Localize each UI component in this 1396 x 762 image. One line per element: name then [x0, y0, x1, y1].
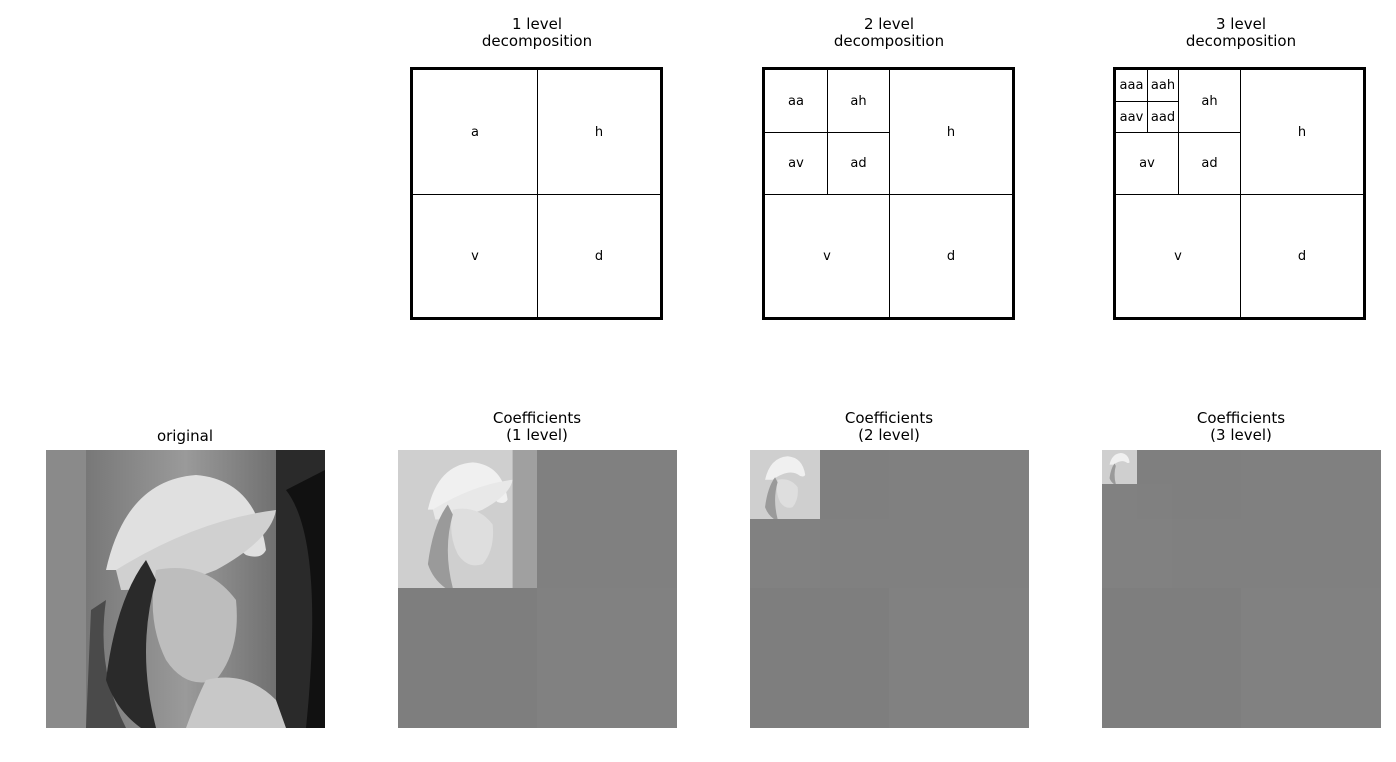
original-image — [46, 450, 325, 728]
coeff-1-horizontal — [537, 450, 677, 588]
diagram-1-cell-a: a — [412, 69, 538, 195]
coeff-2-image — [750, 450, 1029, 728]
diagram-3-cell-d: d — [1240, 194, 1364, 318]
coeff-1-diagonal — [537, 588, 677, 728]
diagram-3-cell-ad: ad — [1178, 132, 1241, 195]
coeff-3-ah — [1172, 450, 1241, 519]
diagram-2-cell-av: av — [764, 132, 828, 195]
coeff-3-av — [1102, 519, 1172, 588]
diagram-3-level: aaa aah aav aad ah av ad h v d — [1113, 67, 1366, 320]
diagram-2-cell-v: v — [764, 194, 890, 318]
diagram-3-cell-aaa: aaa — [1115, 69, 1148, 102]
diagram-3-cell-h: h — [1240, 69, 1364, 195]
diagram-1-cell-h: h — [537, 69, 661, 195]
coeff-2-vertical — [750, 588, 889, 728]
diagram-2-cell-ah: ah — [827, 69, 890, 133]
diagram-3-cell-v: v — [1115, 194, 1241, 318]
coeff-3-image — [1102, 450, 1381, 728]
coeff-2-ad — [820, 519, 889, 588]
diagram-1-cell-d: d — [537, 194, 661, 318]
coeff-1-approx — [398, 450, 537, 588]
coeff-2-horizontal — [889, 450, 1029, 588]
diagram-3-cell-aav: aav — [1115, 101, 1148, 133]
coeff-3-vertical — [1102, 588, 1241, 728]
coeff-3-aah — [1137, 450, 1172, 484]
portrait-illustration — [46, 450, 325, 728]
coeff-3-aad — [1137, 484, 1172, 519]
diagram-3-cell-aad: aad — [1147, 101, 1179, 133]
coeff-1-image — [398, 450, 677, 728]
diagram-1-title: 1 level decomposition — [481, 15, 593, 50]
coeff-3-ad — [1172, 519, 1241, 588]
diagram-3-cell-aah: aah — [1147, 69, 1179, 102]
coeff-2-diagonal — [889, 588, 1029, 728]
coeff-2-av — [750, 519, 820, 588]
diagram-3-cell-av: av — [1115, 132, 1179, 195]
coeff-2-ah — [820, 450, 889, 519]
diagram-2-cell-aa: aa — [764, 69, 828, 133]
coeff-1-title: Coefficients (1 level) — [492, 409, 582, 444]
diagram-2-title: 2 level decomposition — [833, 15, 945, 50]
coeff-3-horizontal — [1241, 450, 1381, 588]
coeff-1-vertical — [398, 588, 537, 728]
coeff-3-approx — [1102, 450, 1137, 484]
coeff-3-aav — [1102, 484, 1137, 519]
original-title: original — [156, 427, 214, 445]
diagram-1-level: a h v d — [410, 67, 663, 320]
diagram-3-title: 3 level decomposition — [1185, 15, 1297, 50]
diagram-2-cell-ad: ad — [827, 132, 890, 195]
diagram-2-cell-d: d — [889, 194, 1013, 318]
diagram-1-cell-v: v — [412, 194, 538, 318]
coeff-3-title: Coefficients (3 level) — [1196, 409, 1286, 444]
coeff-3-diagonal — [1241, 588, 1381, 728]
coeff-2-title: Coefficients (2 level) — [844, 409, 934, 444]
coeff-2-approx — [750, 450, 820, 519]
diagram-2-level: aa ah av ad h v d — [762, 67, 1015, 320]
diagram-3-cell-ah: ah — [1178, 69, 1241, 133]
diagram-2-cell-h: h — [889, 69, 1013, 195]
